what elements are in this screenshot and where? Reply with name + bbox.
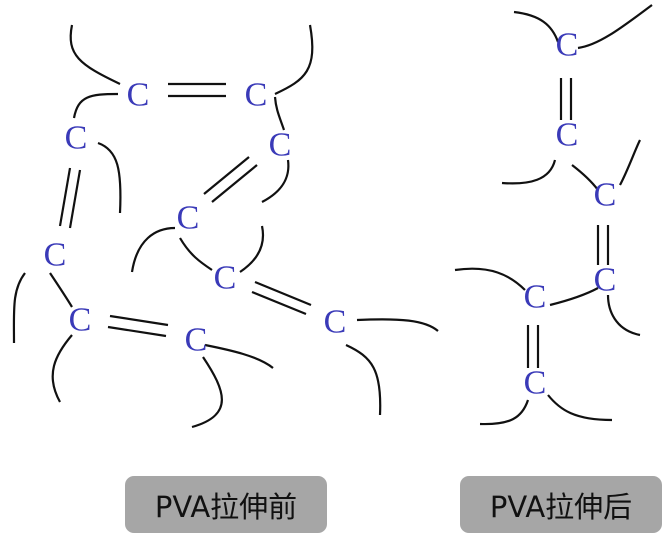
carbon-atom: C xyxy=(245,77,268,114)
carbon-atom: C xyxy=(594,262,617,299)
carbon-atom: C xyxy=(269,127,292,164)
carbon-atom: C xyxy=(65,120,88,157)
carbon-atom: C xyxy=(324,304,347,341)
carbon-atom: C xyxy=(524,365,547,402)
carbon-atom: C xyxy=(594,177,617,214)
carbon-atom: C xyxy=(177,200,200,237)
chains-before-stretch: C C C C C C C C C C xyxy=(12,24,439,429)
label-after-stretch: PVA拉伸后 xyxy=(460,476,662,533)
carbon-atom: C xyxy=(69,302,92,339)
carbon-atom: C xyxy=(127,77,150,114)
carbon-atom: C xyxy=(556,117,579,154)
chains-after-stretch: C C C C C C xyxy=(454,4,653,426)
label-before-stretch: PVA拉伸前 xyxy=(125,476,327,533)
carbon-atom: C xyxy=(556,27,579,64)
carbon-atom: C xyxy=(524,279,547,316)
carbon-atom: C xyxy=(185,322,208,359)
carbon-atom: C xyxy=(214,260,237,297)
carbon-atom: C xyxy=(44,237,67,274)
